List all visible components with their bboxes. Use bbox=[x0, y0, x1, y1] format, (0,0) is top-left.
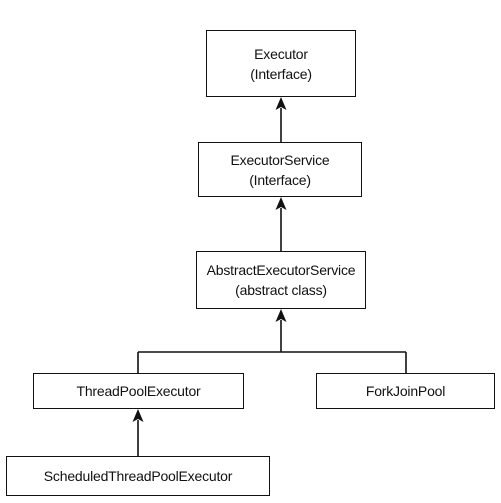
arrowhead-to-executorservice bbox=[275, 197, 287, 210]
node-executorservice: ExecutorService (Interface) bbox=[198, 142, 362, 197]
node-threadpoolexecutor: ThreadPoolExecutor bbox=[33, 373, 244, 409]
node-abstractexecutorservice-kind: (abstract class) bbox=[235, 282, 327, 298]
node-executor-kind: (Interface) bbox=[250, 65, 312, 82]
node-scheduledthreadpoolexecutor-name: ScheduledThreadPoolExecutor bbox=[43, 468, 233, 484]
arrowhead-to-executor bbox=[275, 97, 287, 110]
node-executorservice-name: ExecutorService bbox=[230, 151, 330, 168]
node-abstractexecutorservice-name: AbstractExecutorService bbox=[206, 262, 356, 278]
arrowhead-to-threadpool bbox=[132, 409, 144, 422]
node-scheduledthreadpoolexecutor: ScheduledThreadPoolExecutor bbox=[6, 456, 270, 496]
node-executor: Executor (Interface) bbox=[206, 30, 356, 97]
node-forkjoinpool: ForkJoinPool bbox=[316, 373, 495, 409]
node-abstractexecutorservice: AbstractExecutorService (abstract class) bbox=[196, 251, 366, 309]
node-executorservice-kind: (Interface) bbox=[249, 171, 311, 188]
node-threadpoolexecutor-name: ThreadPoolExecutor bbox=[76, 383, 201, 399]
node-forkjoinpool-name: ForkJoinPool bbox=[365, 383, 446, 399]
node-executor-name: Executor bbox=[254, 45, 308, 62]
arrowhead-to-abstract bbox=[275, 309, 287, 322]
